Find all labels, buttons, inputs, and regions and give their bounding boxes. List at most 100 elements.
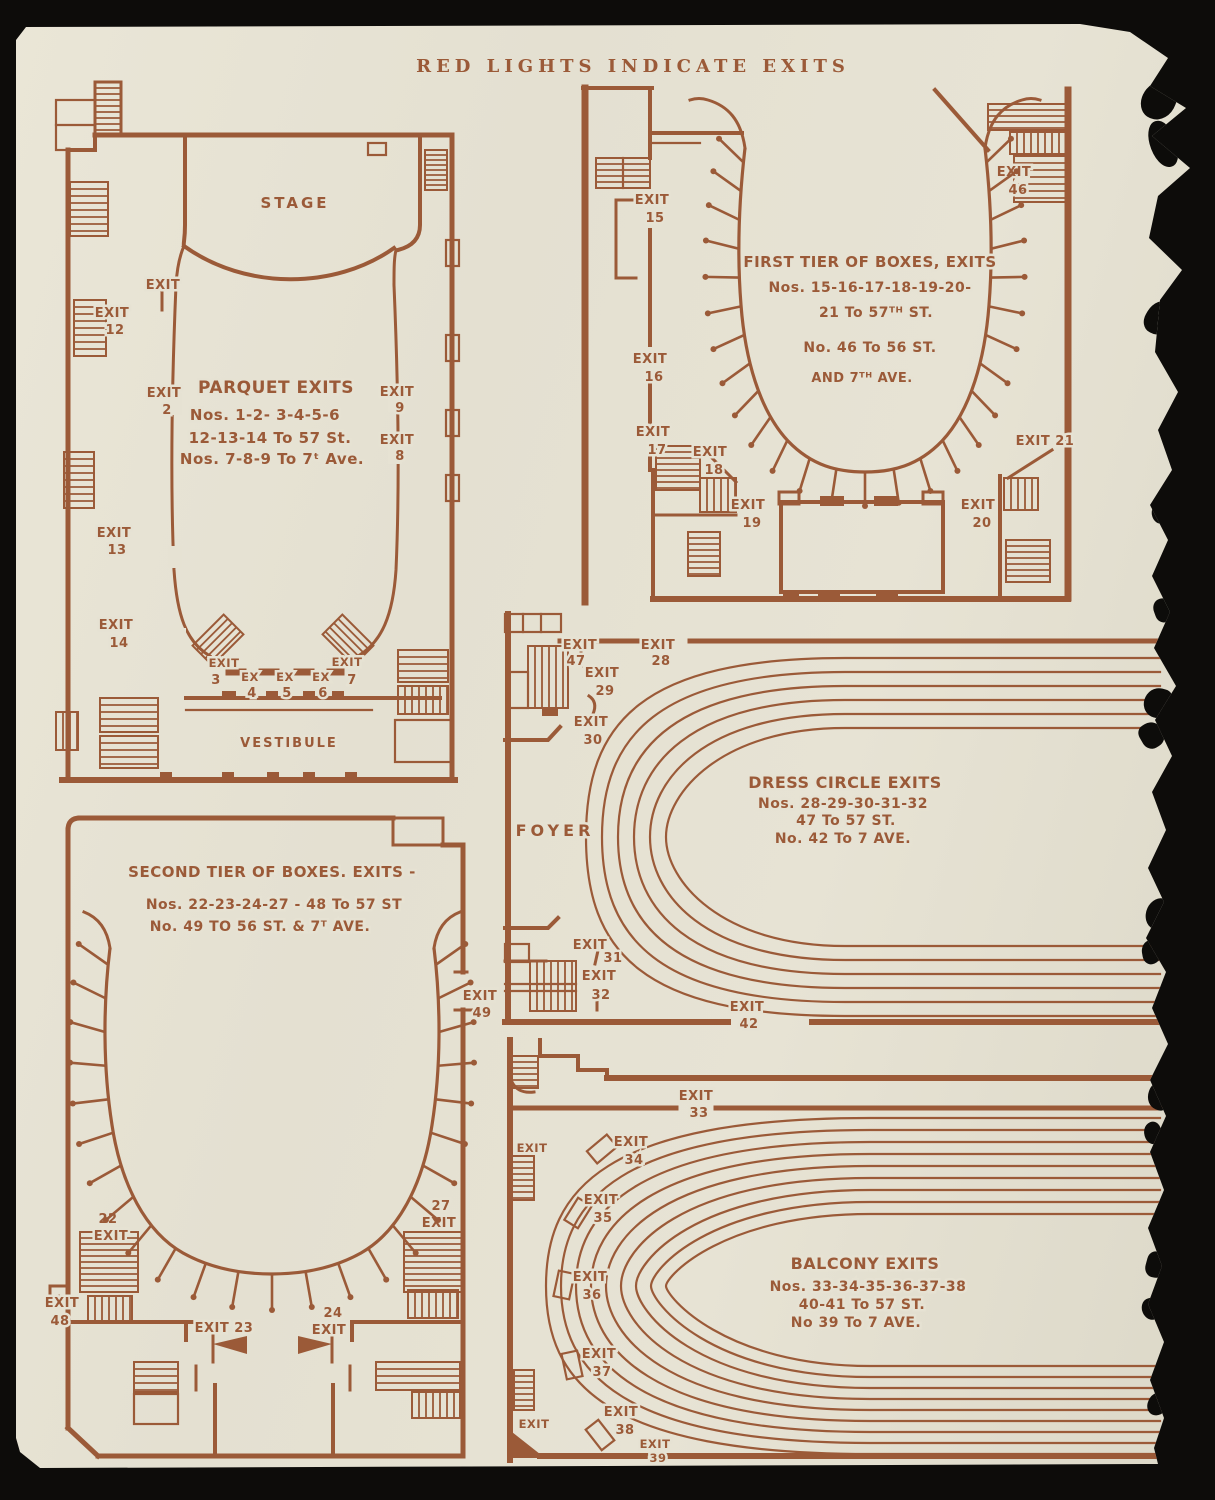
exit-lower-left-label: EXIT [519, 1417, 550, 1431]
exit-16-label: EXIT [633, 352, 668, 367]
exit-14-number: 14 [109, 636, 128, 651]
foyer-label: FOYER [516, 821, 595, 840]
vestibule-label: VESTIBULE [240, 736, 338, 751]
first-tier-line3: No. 46 To 56 ST. [803, 340, 936, 356]
exit-3-label: EXIT [209, 656, 240, 670]
exit-8-number: 8 [395, 449, 405, 464]
exit-29-number: 29 [595, 684, 614, 699]
exit-12-label: EXIT [95, 306, 130, 321]
exit-4-label: EX [241, 670, 259, 684]
balcony-title: BALCONY EXITS [791, 1254, 940, 1273]
exit-17-label: EXIT [636, 425, 671, 440]
exit-33-number: 33 [689, 1106, 708, 1121]
exit-4-number: 4 [247, 686, 257, 701]
exit-28-label: EXIT [641, 638, 676, 653]
exit-13-label: EXIT [97, 526, 132, 541]
exit-46-number: 46 [1008, 183, 1027, 198]
exit-30-number: 30 [583, 733, 602, 748]
exit-39-number: 39 [649, 1451, 666, 1465]
exit-2-number: 2 [162, 403, 172, 418]
exit-19-number: 19 [742, 516, 761, 531]
second-tier-plan: SECOND TIER OF BOXES. EXITS - Nos. 22-23… [42, 815, 499, 1460]
exit-5-number: 5 [282, 686, 292, 701]
exit-34-label: EXIT [614, 1135, 649, 1150]
exit-48-label: EXIT [45, 1296, 80, 1311]
exit-7-number: 7 [347, 673, 357, 688]
parquet-line1: Nos. 1-2- 3-4-5-6 [190, 406, 340, 424]
exit-16-number: 16 [644, 370, 663, 385]
second-tier-title: SECOND TIER OF BOXES. EXITS - [128, 863, 416, 881]
exit-8-label: EXIT [380, 433, 415, 448]
first-tier-title: FIRST TIER OF BOXES, EXITS [743, 253, 996, 271]
exit-9-label: EXIT [380, 385, 415, 400]
exit-12-number: 12 [105, 323, 124, 338]
exit-20-number: 20 [972, 516, 991, 531]
balcony-plan: BALCONY EXITS Nos. 33-34-35-36-37-38 40-… [507, 1037, 1163, 1468]
exit-7-label: EXIT [332, 655, 363, 669]
exit-14-label: EXIT [99, 618, 134, 633]
exit-18-number: 18 [704, 463, 723, 478]
exit-27-label: EXIT [422, 1216, 457, 1231]
exit-39-label: EXIT [640, 1437, 671, 1451]
exit-31-number: 31 [603, 951, 622, 966]
exit-31-label: EXIT [573, 938, 608, 953]
exit-23-label: EXIT 23 [195, 1321, 254, 1336]
second-tier-line1: Nos. 22-23-24-27 - 48 To 57 ST [146, 897, 402, 913]
exit-stage-left-label: EXIT [146, 278, 181, 293]
dress-circle-line2: 47 To 57 ST. [796, 813, 896, 829]
exit-37-number: 37 [592, 1365, 611, 1380]
exit-24-number: 24 [323, 1306, 342, 1321]
dress-circle-plan: FOYER DRESS CIRCLE EXITS Nos. 28-29-30-3… [502, 611, 1163, 1035]
exit-37-label: EXIT [582, 1347, 617, 1362]
exit-21-label: EXIT 21 [1016, 434, 1075, 449]
parquet-line3: Nos. 7-8-9 To 7ᵗ Ave. [180, 450, 364, 468]
balcony-line2: 40-41 To 57 ST. [799, 1297, 926, 1313]
first-tier-line4: AND 7ᵀᴴ AVE. [811, 371, 912, 386]
exit-38-number: 38 [615, 1423, 634, 1438]
exit-48-number: 48 [50, 1314, 69, 1329]
parquet-line2: 12-13-14 To 57 St. [189, 429, 352, 447]
exit-42-label: EXIT [730, 1000, 765, 1015]
dress-circle-line1: Nos. 28-29-30-31-32 [758, 796, 928, 812]
exit-22-label: EXIT [94, 1229, 129, 1244]
exit-32-number: 32 [591, 988, 610, 1003]
first-tier-line2: 21 To 57ᵀᴴ ST. [819, 305, 933, 321]
exit-30-label: EXIT [574, 715, 609, 730]
exit-47-number: 47 [566, 654, 585, 669]
exit-36-number: 36 [582, 1288, 601, 1303]
first-tier-plan: FIRST TIER OF BOXES, EXITS Nos. 15-16-17… [581, 84, 1076, 606]
exit-27-number: 27 [431, 1199, 450, 1214]
exit-24-label: EXIT [312, 1323, 347, 1338]
first-tier-line1: Nos. 15-16-17-18-19-20- [768, 280, 971, 296]
exit-29-label: EXIT [585, 666, 620, 681]
parquet-plan: STAGE EXIT EXIT 12 PARQUET EXITS Nos. 1-… [54, 80, 461, 783]
balcony-line1: Nos. 33-34-35-36-37-38 [770, 1279, 967, 1295]
exit-28-number: 28 [651, 654, 670, 669]
exit-36-label: EXIT [573, 1270, 608, 1285]
exit-6-number: 6 [318, 686, 328, 701]
exit-42-number: 42 [739, 1017, 758, 1032]
exit-15-number: 15 [645, 211, 664, 226]
parquet-title: PARQUET EXITS [198, 378, 354, 398]
exit-18-label: EXIT [693, 445, 728, 460]
stage-label: STAGE [260, 194, 329, 212]
exit-9-number: 9 [395, 401, 405, 416]
exit-34-number: 34 [624, 1153, 643, 1168]
exit-13-number: 13 [107, 543, 126, 558]
dress-circle-line3: No. 42 To 7 AVE. [775, 831, 911, 847]
exit-33-label: EXIT [679, 1089, 714, 1104]
exit-5-label: EX [276, 670, 294, 684]
exit-49-label: EXIT [463, 989, 498, 1004]
exit-35-number: 35 [593, 1211, 612, 1226]
exit-38-label: EXIT [604, 1405, 639, 1420]
exit-49-number: 49 [472, 1006, 491, 1021]
exit-20-label: EXIT [961, 498, 996, 513]
exit-6-label: EX [312, 670, 330, 684]
exit-35-label: EXIT [584, 1193, 619, 1208]
exit-32-label: EXIT [582, 969, 617, 984]
exit-upper-left-label: EXIT [517, 1141, 548, 1155]
balcony-line3: No 39 To 7 AVE. [791, 1315, 921, 1331]
page-title: RED LIGHTS INDICATE EXITS [416, 56, 850, 77]
